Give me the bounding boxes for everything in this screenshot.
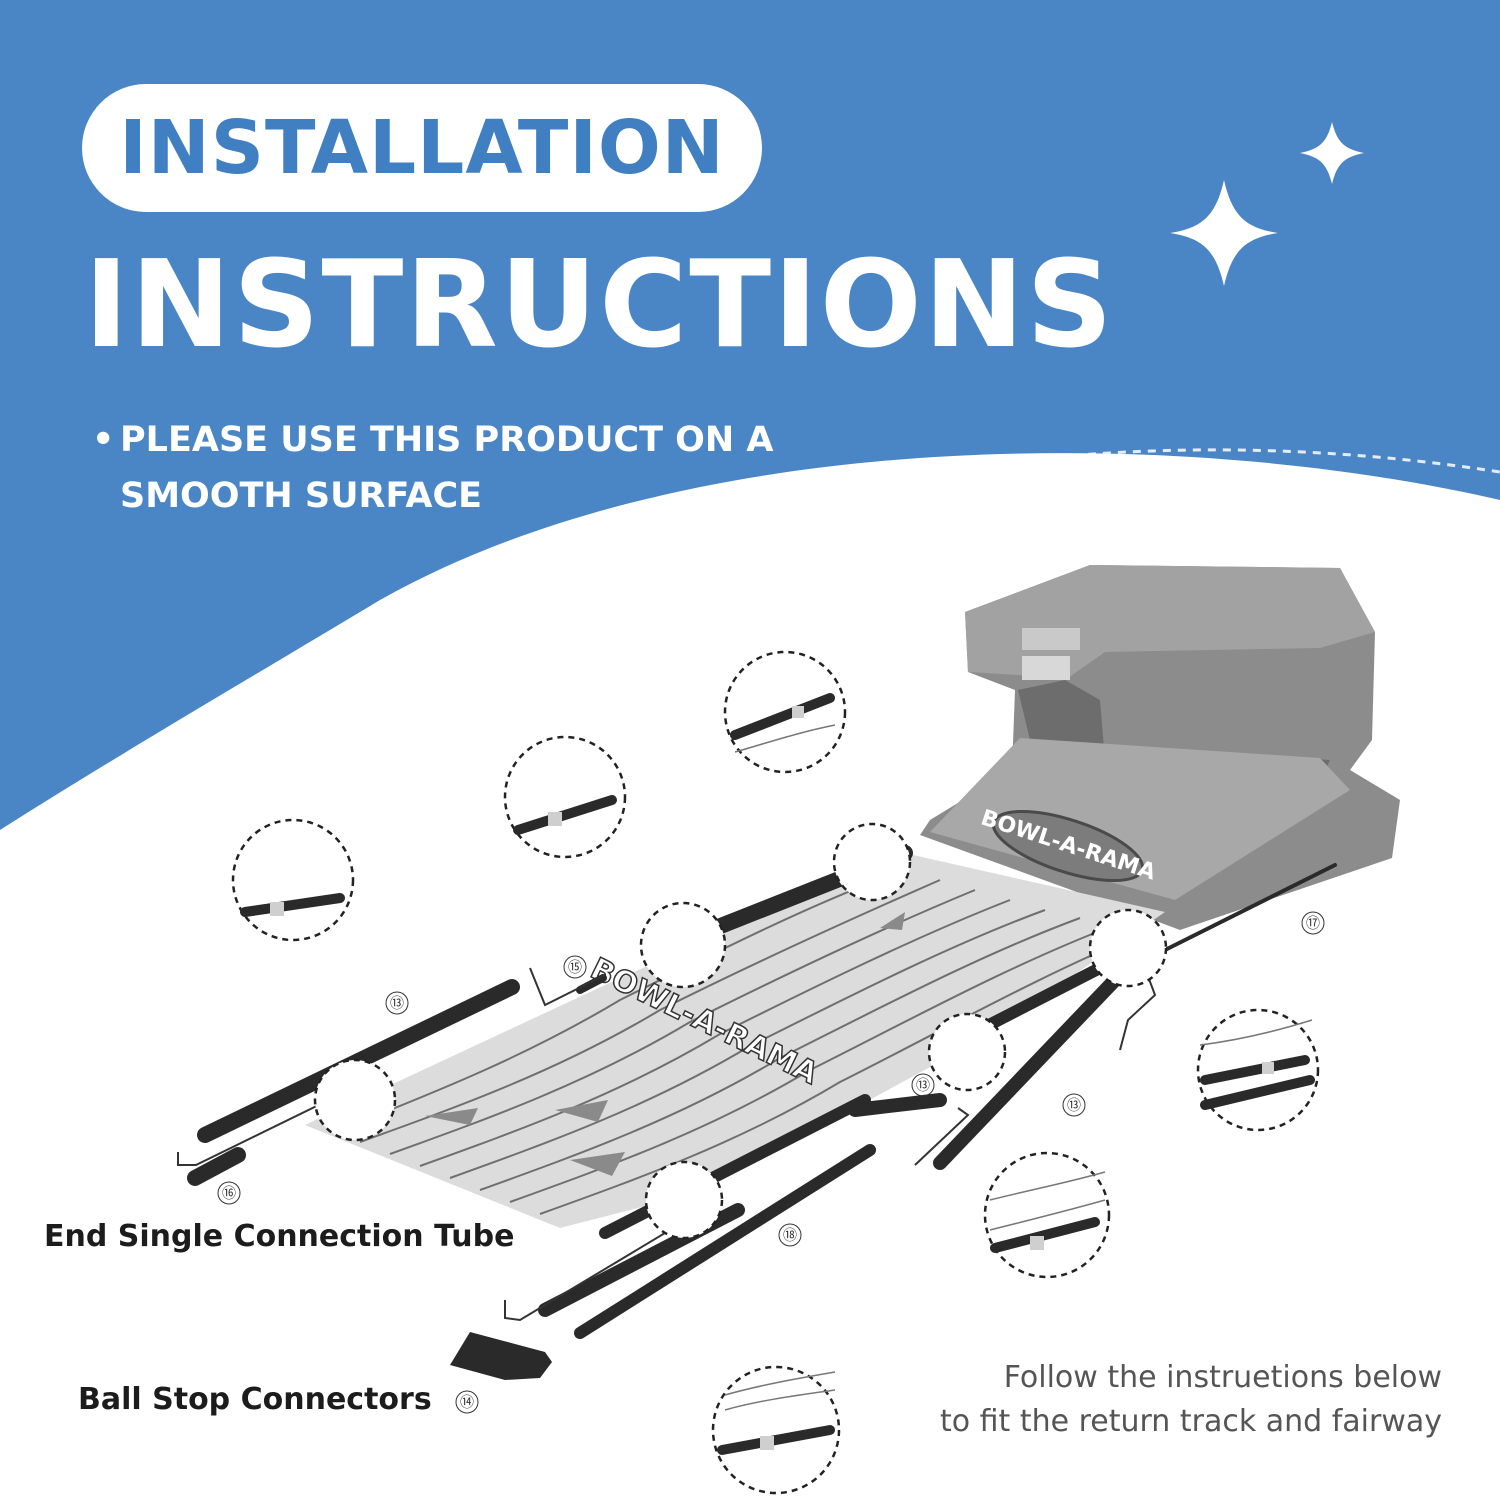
- pill-title: INSTALLATION: [119, 105, 725, 191]
- caption-line-2: to fit the return track and fairway: [939, 1404, 1442, 1439]
- part-numbers: [217, 911, 1325, 1414]
- note-line-2: SMOOTH SURFACE: [120, 476, 483, 516]
- page-headline: INSTRUCTIONS: [84, 236, 1115, 375]
- part-number-16: [217, 1181, 241, 1205]
- label-ball-stop-connectors: Ball Stop Connectors: [78, 1382, 432, 1417]
- usage-note: •PLEASE USE THIS PRODUCT ON A SMOOTH SUR…: [92, 412, 773, 524]
- label-end-connection-tube: End Single Connection Tube: [44, 1219, 515, 1254]
- note-bullet: •: [92, 420, 115, 460]
- sparkle-small-icon: [1300, 122, 1364, 184]
- instruction-caption: Follow the instruetions below to fit the…: [882, 1356, 1442, 1444]
- note-line-1: PLEASE USE THIS PRODUCT ON A: [120, 420, 774, 460]
- part-number-17: [1301, 911, 1325, 935]
- dashed-wave: [0, 448, 1500, 954]
- svg-text:⑬: ⑬: [1067, 1098, 1081, 1114]
- caption-line-1: Follow the instruetions below: [1003, 1360, 1442, 1395]
- svg-text:⑬: ⑬: [390, 996, 404, 1012]
- part-number-18: [778, 1223, 802, 1247]
- ball-stop: [450, 1332, 552, 1380]
- svg-text:⑮: ⑮: [568, 960, 582, 976]
- part-number-15: [563, 955, 587, 979]
- svg-text:⑰: ⑰: [1306, 916, 1320, 932]
- part-number-13c: [1062, 1093, 1086, 1117]
- svg-text:⑭: ⑭: [460, 1395, 474, 1411]
- svg-text:⑱: ⑱: [783, 1228, 797, 1244]
- svg-text:⑯: ⑯: [222, 1186, 236, 1202]
- title-pill: INSTALLATION: [82, 84, 762, 212]
- part-number-13a: [385, 991, 409, 1015]
- sparkle-large-icon: [1170, 180, 1278, 286]
- svg-text:⑬: ⑬: [916, 1078, 930, 1094]
- part-number-14: [455, 1390, 479, 1414]
- part-number-13b: [911, 1073, 935, 1097]
- ball-return-machine: BOWL-A-RAMA: [920, 565, 1400, 930]
